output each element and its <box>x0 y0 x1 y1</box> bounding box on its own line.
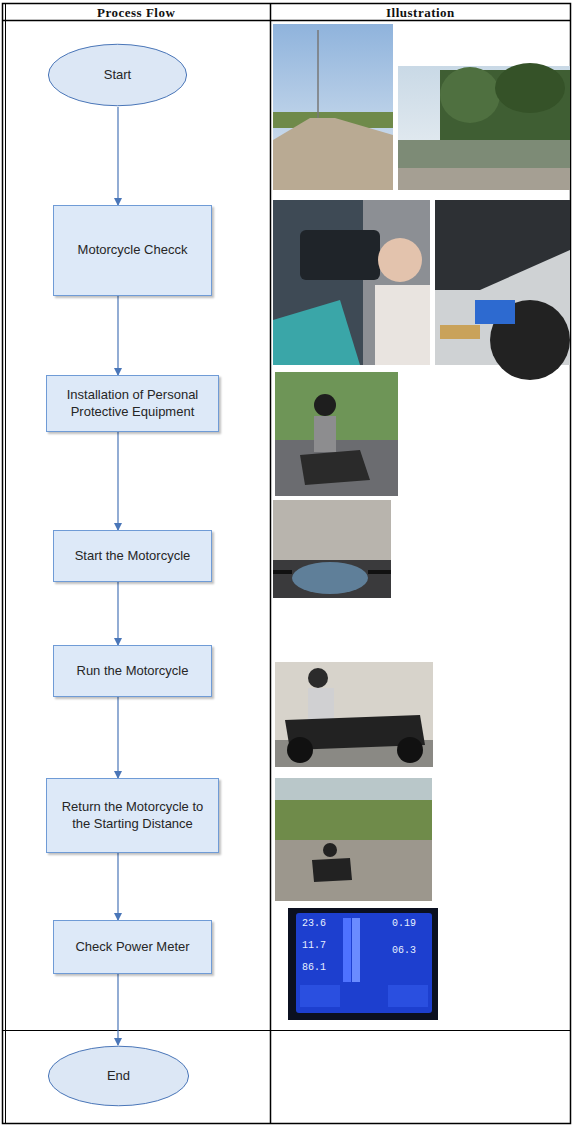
node-text: End <box>99 1064 138 1088</box>
meter-clamp-photo <box>435 200 570 380</box>
node-text: Motorcycle Checck <box>70 238 196 262</box>
node-text: Installation of Personal Protective Equi… <box>47 383 218 424</box>
flow-arrow <box>117 853 118 920</box>
power-meter-photo <box>288 908 438 1020</box>
meter-reading: 23.6 <box>302 918 326 929</box>
flow-arrow <box>117 974 118 1045</box>
text-stack: Start <box>96 63 139 87</box>
road-photo <box>273 24 393 190</box>
text-stack: Installation of Personal Protective Equi… <box>47 383 218 424</box>
text-stack: Start the Motorcycle <box>67 544 199 568</box>
text-stack: End <box>99 1064 138 1088</box>
process-box: Check Power Meter <box>53 920 212 974</box>
riding-photo <box>275 662 433 767</box>
meter-reading: 0.19 <box>392 918 416 929</box>
trees-photo <box>398 63 570 190</box>
process-box: Return the Motorcycle to the Starting Di… <box>46 778 219 853</box>
flow-arrow <box>117 107 118 205</box>
flow-arrow <box>117 582 118 645</box>
flow-arrow <box>117 296 118 375</box>
node-text: Start <box>96 63 139 87</box>
node-text: Start the Motorcycle <box>67 544 199 568</box>
meter-reading: 11.7 <box>302 940 326 951</box>
node-text: Run the Motorcycle <box>69 659 197 683</box>
column-header: Process Flow <box>97 5 175 21</box>
process-box: Installation of Personal Protective Equi… <box>46 375 219 432</box>
ellipse-shape <box>48 1046 188 1106</box>
ellipse-shape <box>48 44 186 105</box>
text-stack: Run the Motorcycle <box>69 659 197 683</box>
text-stack: Return the Motorcycle to the Starting Di… <box>47 795 218 836</box>
motorcycle-check-photo <box>273 200 430 365</box>
rider-ppe-photo <box>275 372 398 496</box>
return-photo <box>275 778 432 901</box>
column-header: Illustration <box>386 5 455 21</box>
terminal-ellipse: Start <box>47 43 188 107</box>
meter-reading: 86.1 <box>302 962 326 973</box>
meter-reading: 06.3 <box>392 945 416 956</box>
text-stack: Motorcycle Checck <box>70 238 196 262</box>
flow-arrow <box>117 697 118 778</box>
process-box: Run the Motorcycle <box>53 645 212 697</box>
terminal-ellipse: End <box>47 1045 190 1107</box>
table-grid <box>3 4 571 1124</box>
node-text: Return the Motorcycle to the Starting Di… <box>47 795 218 836</box>
flow-arrow <box>117 432 118 530</box>
dashboard-photo <box>273 500 391 598</box>
text-stack: Check Power Meter <box>67 935 197 959</box>
process-box: Start the Motorcycle <box>53 530 212 582</box>
process-box: Motorcycle Checck <box>53 205 212 296</box>
node-text: Check Power Meter <box>67 935 197 959</box>
